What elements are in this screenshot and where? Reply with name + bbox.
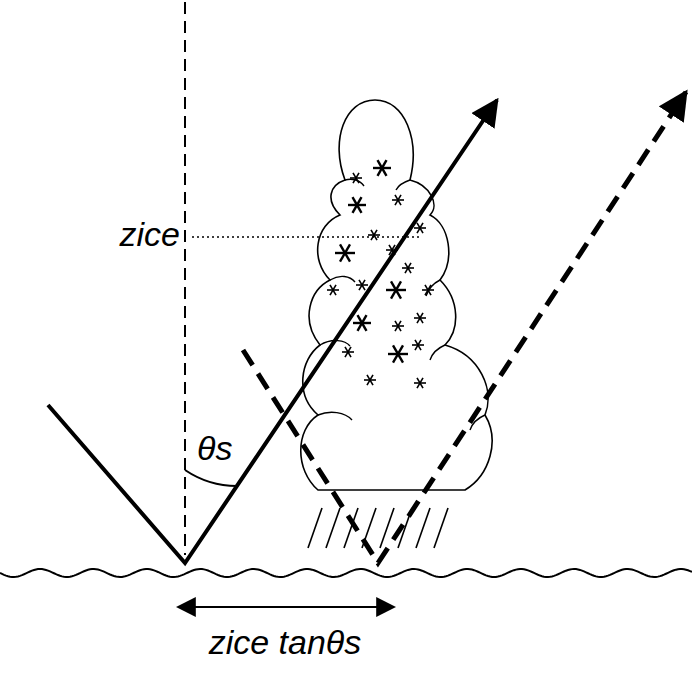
ice-crystal bbox=[414, 313, 426, 323]
ice-crystal bbox=[356, 280, 368, 290]
crystal-stroke bbox=[395, 195, 401, 205]
crystal-stroke bbox=[358, 315, 367, 331]
crystal-stroke bbox=[359, 280, 365, 290]
ice-crystal bbox=[422, 285, 434, 295]
cloud-lobe-line bbox=[318, 179, 485, 430]
ice-crystal bbox=[350, 173, 362, 183]
ice-crystal bbox=[364, 375, 376, 385]
scattered-path bbox=[243, 92, 686, 563]
rain-streak bbox=[380, 508, 394, 548]
crystal-stroke bbox=[353, 173, 359, 183]
ice-crystal bbox=[348, 197, 366, 213]
ice-crystal bbox=[392, 321, 404, 331]
crystal-stroke bbox=[371, 230, 377, 240]
crystal-stroke bbox=[405, 263, 411, 273]
rain-streak bbox=[308, 508, 322, 548]
ice-crystal bbox=[327, 285, 339, 295]
crystal-stroke bbox=[378, 160, 387, 176]
angle-label: θs bbox=[194, 430, 235, 467]
crystal-stroke bbox=[417, 223, 423, 233]
crystal-stroke bbox=[340, 244, 350, 261]
crystal-stroke bbox=[340, 244, 350, 261]
vertical-normal bbox=[184, 2, 186, 555]
ice-crystal bbox=[402, 263, 414, 273]
crystal-stroke bbox=[417, 378, 423, 388]
sea-surface bbox=[0, 569, 692, 577]
ice-crystal bbox=[392, 195, 404, 205]
crystal-stroke bbox=[425, 285, 431, 295]
ice-crystal bbox=[335, 244, 355, 261]
ice-crystal bbox=[342, 347, 354, 357]
crystal-stroke bbox=[345, 347, 351, 357]
crystal-stroke bbox=[425, 285, 431, 295]
crystal-stroke bbox=[417, 378, 423, 388]
crystal-stroke bbox=[353, 197, 362, 213]
height-level bbox=[192, 236, 420, 238]
rain-streak bbox=[326, 508, 340, 548]
crystal-stroke bbox=[395, 195, 401, 205]
crystal-stroke bbox=[417, 313, 423, 323]
crystal-stroke bbox=[415, 340, 421, 350]
crystal-stroke bbox=[415, 340, 421, 350]
ice-crystal bbox=[414, 223, 426, 233]
crystal-stroke bbox=[330, 285, 336, 295]
crystal-stroke bbox=[358, 315, 367, 331]
ice-crystal bbox=[388, 345, 408, 362]
ice-crystal bbox=[368, 230, 380, 240]
distance-label: zice tanθs bbox=[206, 624, 365, 661]
crystal-stroke bbox=[367, 375, 373, 385]
crystal-stroke bbox=[395, 321, 401, 331]
crystal-stroke bbox=[367, 375, 373, 385]
crystal-stroke bbox=[353, 197, 362, 213]
height-label: zice bbox=[117, 216, 183, 253]
ice-crystal bbox=[353, 315, 371, 331]
ice-crystal bbox=[386, 281, 406, 298]
rain-streak bbox=[434, 508, 448, 548]
direct-path bbox=[48, 100, 497, 563]
rain-streak bbox=[416, 508, 430, 548]
crystal-stroke bbox=[405, 263, 411, 273]
crystal-stroke bbox=[371, 230, 377, 240]
crystal-stroke bbox=[345, 347, 351, 357]
crystal-stroke bbox=[330, 285, 336, 295]
crystal-stroke bbox=[391, 281, 401, 298]
crystal-stroke bbox=[395, 321, 401, 331]
ice-crystal bbox=[373, 160, 391, 176]
crystal-stroke bbox=[378, 160, 387, 176]
precipitation bbox=[308, 508, 448, 548]
ice-crystal bbox=[414, 378, 426, 388]
angle-arc bbox=[185, 470, 237, 486]
crystal-stroke bbox=[393, 345, 403, 362]
crystal-stroke bbox=[359, 280, 365, 290]
crystal-stroke bbox=[417, 313, 423, 323]
ice-crystal bbox=[412, 340, 424, 350]
crystal-stroke bbox=[353, 173, 359, 183]
crystal-stroke bbox=[393, 345, 403, 362]
crystal-stroke bbox=[417, 223, 423, 233]
distance-arrow bbox=[178, 606, 394, 608]
crystal-stroke bbox=[391, 281, 401, 298]
